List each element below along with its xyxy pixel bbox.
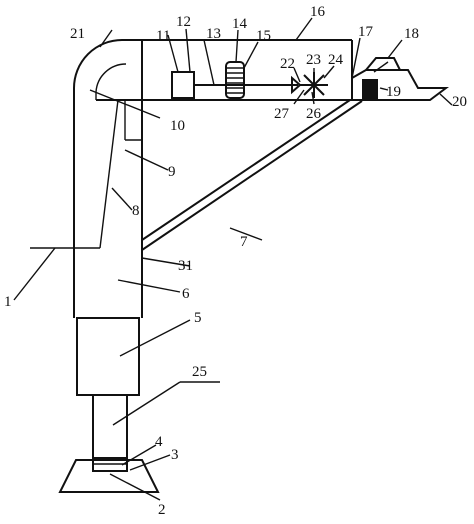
motor bbox=[171, 71, 195, 99]
label-31: 31 bbox=[178, 258, 193, 274]
label-5: 5 bbox=[194, 310, 202, 326]
filter-block bbox=[362, 79, 378, 99]
label-3: 3 bbox=[171, 447, 179, 463]
label-21: 21 bbox=[70, 26, 85, 42]
sleeve bbox=[76, 317, 140, 396]
label-16: 16 bbox=[310, 4, 326, 20]
label-18: 18 bbox=[404, 26, 419, 42]
elbow-pipe bbox=[73, 39, 142, 105]
elbow-inner bbox=[95, 63, 127, 100]
label-23: 23 bbox=[306, 52, 321, 68]
bearing bbox=[291, 75, 302, 95]
label-4: 4 bbox=[155, 434, 163, 450]
leader-lines bbox=[13, 17, 453, 501]
label-13: 13 bbox=[206, 26, 221, 42]
label-7: 7 bbox=[240, 234, 248, 250]
label-14: 14 bbox=[232, 16, 248, 32]
label-19: 19 bbox=[386, 84, 401, 100]
label-12: 12 bbox=[176, 14, 191, 30]
label-25: 25 bbox=[192, 364, 207, 380]
label-27: 27 bbox=[274, 106, 290, 122]
label-26: 26 bbox=[306, 106, 322, 122]
fan-impeller bbox=[300, 72, 328, 98]
base-plate bbox=[58, 457, 160, 493]
main-column bbox=[73, 99, 143, 318]
label-24: 24 bbox=[328, 52, 344, 68]
label-10: 10 bbox=[170, 118, 185, 134]
label-1: 1 bbox=[4, 294, 12, 310]
brace-rod bbox=[141, 99, 363, 251]
label-6: 6 bbox=[182, 286, 190, 302]
label-20: 20 bbox=[452, 94, 467, 110]
label-8: 8 bbox=[132, 203, 140, 219]
nozzle-head bbox=[351, 57, 449, 101]
label-17: 17 bbox=[358, 24, 374, 40]
label-22: 22 bbox=[280, 56, 295, 72]
label-11: 11 bbox=[156, 28, 170, 44]
label-15: 15 bbox=[256, 28, 271, 44]
lower-column bbox=[92, 395, 128, 458]
label-2: 2 bbox=[158, 502, 166, 518]
part-labels: 1 2 3 4 5 6 7 8 9 10 11 12 13 14 15 16 1… bbox=[4, 4, 467, 518]
gear bbox=[225, 61, 245, 99]
label-9: 9 bbox=[168, 164, 176, 180]
